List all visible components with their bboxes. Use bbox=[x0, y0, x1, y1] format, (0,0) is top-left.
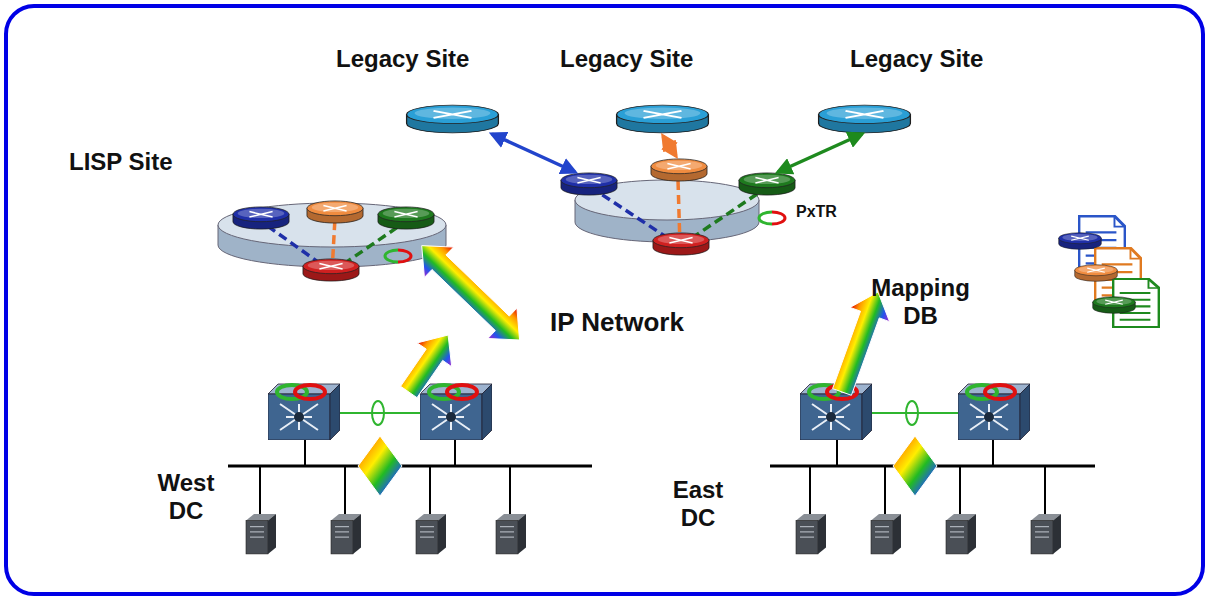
router bbox=[1075, 265, 1118, 282]
node-label: West DC bbox=[146, 469, 226, 524]
router bbox=[561, 173, 617, 195]
cloud-node: Legacy Site bbox=[488, 18, 743, 104]
legacy-router bbox=[819, 105, 911, 133]
west-dc-network bbox=[228, 401, 592, 515]
cloud-node: Mapping DB bbox=[815, 262, 1065, 352]
server bbox=[416, 514, 446, 554]
node-label: East DC bbox=[662, 476, 734, 531]
cloud-node: West DC bbox=[28, 385, 623, 585]
server bbox=[331, 514, 361, 554]
node-label: Legacy Site bbox=[850, 45, 1010, 73]
dc-switch bbox=[420, 384, 492, 440]
outer-frame bbox=[6, 6, 1203, 594]
dc-switch bbox=[958, 384, 1030, 440]
server bbox=[1031, 514, 1061, 554]
router bbox=[303, 259, 359, 281]
map-document bbox=[1113, 279, 1159, 327]
server bbox=[496, 514, 526, 554]
router bbox=[1059, 233, 1102, 250]
server bbox=[946, 514, 976, 554]
east-dc-network bbox=[770, 401, 1095, 515]
cloud-node: IP Network bbox=[360, 250, 875, 375]
legacy-link bbox=[778, 134, 862, 172]
router bbox=[378, 207, 434, 229]
text-holder: East DC bbox=[662, 476, 734, 531]
device-label: PxTR bbox=[796, 203, 837, 221]
node-label: IP Network bbox=[550, 308, 750, 338]
legacy-link bbox=[492, 134, 575, 172]
node-label: Mapping DB bbox=[863, 274, 978, 329]
rainbow-link bbox=[422, 246, 520, 340]
dc-switch bbox=[268, 384, 340, 440]
legacy-link bbox=[663, 136, 676, 156]
rainbow-link bbox=[401, 335, 452, 398]
server bbox=[871, 514, 901, 554]
cloud-node: Legacy Site bbox=[288, 18, 550, 104]
text-holder: Mapping DB bbox=[863, 274, 978, 329]
pxtr-icon bbox=[759, 212, 785, 224]
text-holder: Legacy Site bbox=[336, 45, 536, 73]
router bbox=[307, 201, 363, 223]
text-holder: IP Network bbox=[550, 308, 750, 338]
router bbox=[233, 207, 289, 229]
pxtr-platform bbox=[575, 180, 760, 246]
text-holder: LISP Site bbox=[69, 148, 239, 176]
server bbox=[246, 514, 276, 554]
cloud-outline bbox=[45, 105, 450, 290]
node-label: LISP Site bbox=[69, 148, 239, 176]
node-label: Legacy Site bbox=[560, 45, 730, 73]
router bbox=[651, 159, 707, 181]
text-holder: West DC bbox=[146, 469, 226, 524]
cloud-node: LISP Site bbox=[45, 105, 450, 290]
legacy-router bbox=[617, 105, 709, 133]
server bbox=[796, 514, 826, 554]
text-holder: Legacy Site bbox=[850, 45, 1010, 73]
router bbox=[1093, 297, 1136, 314]
map-document bbox=[1095, 248, 1141, 304]
node-label: Legacy Site bbox=[336, 45, 536, 73]
rainbow-link bbox=[833, 292, 890, 395]
xtr-icon bbox=[385, 250, 411, 262]
dc-switch bbox=[800, 384, 872, 440]
text-holder: Legacy Site bbox=[560, 45, 730, 73]
cloud-outline bbox=[28, 385, 623, 585]
map-document bbox=[1079, 216, 1125, 272]
cloud-node: East DC bbox=[620, 390, 1120, 585]
router bbox=[653, 233, 709, 255]
lisp-platform bbox=[218, 203, 446, 272]
legacy-router bbox=[407, 105, 499, 133]
cloud-node: Legacy Site bbox=[690, 18, 1020, 104]
router bbox=[739, 173, 795, 195]
